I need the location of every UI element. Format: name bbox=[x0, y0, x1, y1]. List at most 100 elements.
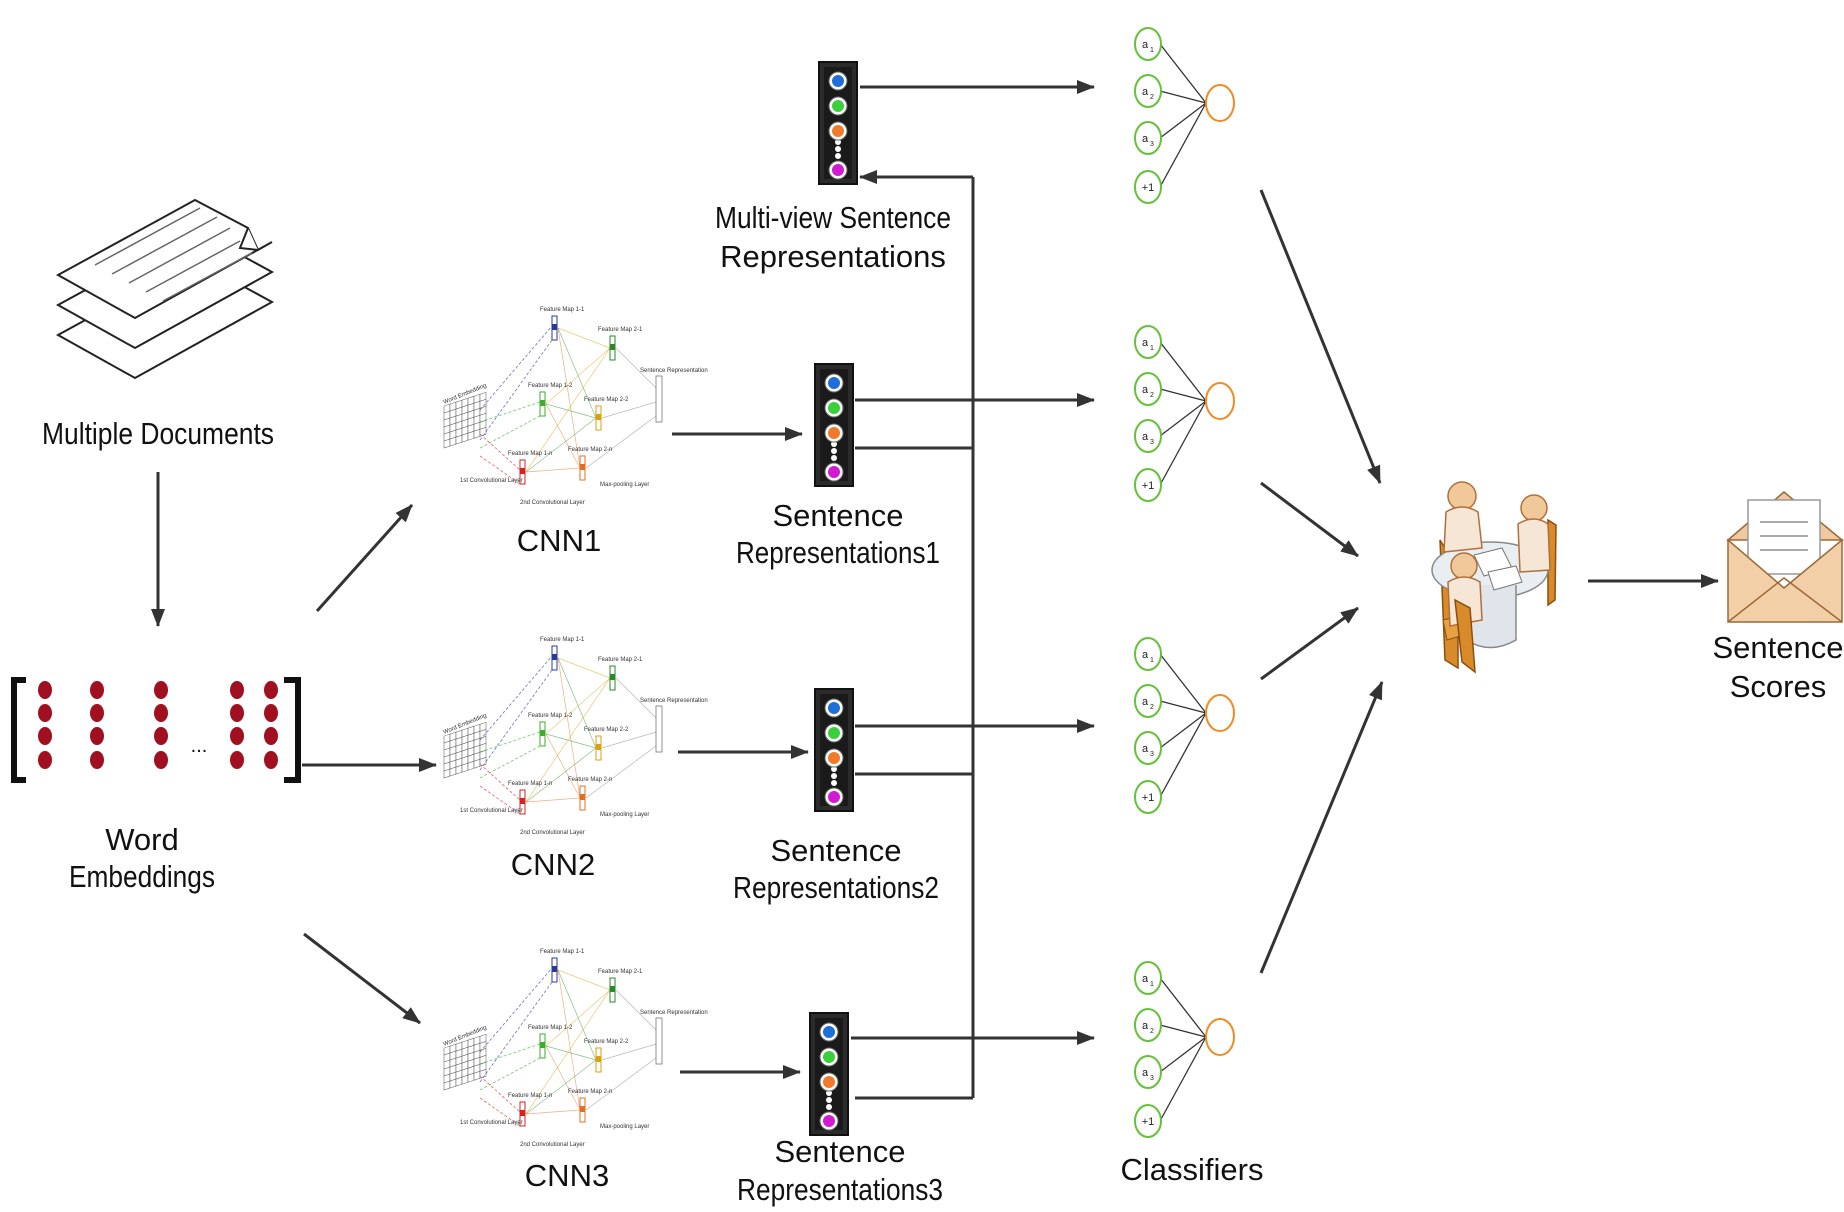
feature-map-2-2-label: Feature Map 2-2 bbox=[584, 1039, 629, 1045]
classifier-input-label: +1 bbox=[1142, 182, 1155, 194]
cnn-edge bbox=[545, 1045, 581, 1111]
feature-map-1-1-active bbox=[552, 654, 557, 660]
embedding-grid bbox=[443, 1034, 487, 1091]
multiview-label-line2: Representations bbox=[720, 239, 946, 274]
rep1-label-line2: Representations1 bbox=[736, 535, 940, 570]
embedding-grid bbox=[443, 722, 487, 779]
feature-map-2-n-label: Feature Map 2-n bbox=[568, 447, 612, 453]
classifier-weight-edge bbox=[1159, 1036, 1207, 1073]
cnn-edge bbox=[557, 327, 611, 349]
vector-ellipsis-dot bbox=[831, 455, 837, 461]
sentence-scores-label-line1: Sentence bbox=[1713, 630, 1844, 665]
arrow-embeddings-to-cnn3 bbox=[303, 932, 421, 1025]
cnn-edge bbox=[525, 677, 611, 803]
feature-map-1-1-active bbox=[552, 324, 557, 330]
classifier-weight-edge bbox=[1159, 712, 1207, 798]
classifier-input-subscript: 2 bbox=[1150, 94, 1154, 101]
classifier-input-node bbox=[1134, 684, 1162, 718]
cnn-edge bbox=[479, 455, 521, 485]
classifier-input-label: a bbox=[1142, 1067, 1149, 1079]
classifier-input-node bbox=[1134, 961, 1162, 995]
cnn-edge bbox=[585, 745, 657, 799]
embedding-grid bbox=[443, 392, 487, 449]
cnn-edge bbox=[525, 989, 611, 1115]
classifier-input-subscript: 2 bbox=[1150, 1028, 1154, 1035]
classifier-input-subscript: 1 bbox=[1150, 47, 1154, 54]
classifier-weight-edge bbox=[1159, 90, 1207, 104]
feature-map-1-2-active bbox=[540, 1042, 545, 1048]
classifier-input-label: a bbox=[1142, 337, 1149, 349]
arrow-classifier0-to-ensemble bbox=[1259, 189, 1382, 484]
classifier-output-node bbox=[1205, 694, 1235, 732]
classifier-input-node bbox=[1134, 1104, 1162, 1138]
feature-map-2-2-label: Feature Map 2-2 bbox=[584, 727, 629, 733]
cnn-edge bbox=[615, 989, 657, 1031]
feature-map-1-n-label: Feature Map 1-n bbox=[508, 781, 552, 787]
embedding-ellipsis: ... bbox=[191, 735, 208, 757]
vector-ellipsis-dot bbox=[831, 780, 837, 786]
classifier-input-subscript: 3 bbox=[1150, 1075, 1154, 1082]
vector-dot-magenta bbox=[828, 791, 840, 803]
cnn-edge bbox=[557, 327, 581, 469]
cnn-edge bbox=[585, 1057, 657, 1111]
feature-map-1-1-label: Feature Map 1-1 bbox=[540, 637, 585, 643]
cnn-edge bbox=[601, 401, 657, 419]
vector-dot-blue bbox=[823, 1026, 835, 1038]
cnn-edge bbox=[479, 669, 553, 771]
classifier-weight-edge bbox=[1159, 400, 1207, 486]
word-label: Word bbox=[105, 822, 179, 857]
feature-map-2-n-active bbox=[580, 464, 585, 470]
vector-ellipsis-dot bbox=[831, 773, 837, 779]
vector-ellipsis-dot bbox=[835, 139, 841, 145]
classifier-input-label: a bbox=[1142, 39, 1149, 51]
classifier-input-node bbox=[1134, 780, 1162, 814]
cnn-edge bbox=[479, 1043, 541, 1065]
feature-map-1-1-active bbox=[552, 966, 557, 972]
feature-map-2-2-active bbox=[596, 744, 601, 750]
cnn-connections bbox=[479, 325, 657, 485]
cnn-conv1-label: 1st Convolutional Layer bbox=[460, 808, 523, 814]
vector-dot-orange bbox=[828, 427, 840, 439]
classifier-input-subscript: 1 bbox=[1150, 345, 1154, 352]
classifier-weight-edge bbox=[1159, 341, 1207, 402]
multiview-representation-block bbox=[818, 61, 858, 185]
cnn-edge bbox=[479, 731, 541, 753]
classifier-input-label: a bbox=[1142, 649, 1149, 661]
classifier-input-node bbox=[1134, 74, 1162, 108]
sentence-representation1-block bbox=[814, 363, 854, 487]
cnn-conv2-label: 2nd Convolutional Layer bbox=[520, 830, 585, 836]
classifier-weight-edge bbox=[1159, 102, 1207, 139]
cnn-edge bbox=[557, 969, 611, 991]
concatenation-bus bbox=[855, 170, 975, 1100]
cnn-edge bbox=[525, 467, 581, 473]
cnn-edge bbox=[557, 657, 611, 679]
classifier-input-node bbox=[1134, 170, 1162, 204]
cnn-edge bbox=[545, 347, 611, 405]
cnn3-label: CNN3 bbox=[525, 1158, 609, 1193]
feature-map-1-n-active bbox=[520, 468, 525, 474]
classifier-input-label: +1 bbox=[1142, 480, 1155, 492]
classifier-input-node bbox=[1134, 1055, 1162, 1089]
cnn-connections bbox=[479, 655, 657, 815]
feature-map-1-1-label: Feature Map 1-1 bbox=[540, 949, 585, 955]
classifier-input-node bbox=[1134, 731, 1162, 765]
meeting-table-icon bbox=[1431, 481, 1557, 674]
cnn-edge bbox=[601, 731, 657, 749]
cnn-edge bbox=[525, 1109, 581, 1115]
classifier-input-node bbox=[1134, 468, 1162, 502]
cnn2-label: CNN2 bbox=[511, 847, 595, 882]
classifier-input-label: a bbox=[1142, 86, 1149, 98]
classifier-weight-edge bbox=[1159, 700, 1207, 714]
cnn-edge bbox=[545, 403, 597, 419]
cnn-sentence-representation-label: Sentence Representation bbox=[640, 368, 708, 374]
cnn-edge bbox=[479, 655, 553, 741]
feature-map-2-1-label: Feature Map 2-1 bbox=[598, 657, 643, 663]
classifier-input-label: a bbox=[1142, 384, 1149, 396]
cnn-edge bbox=[479, 981, 553, 1083]
classifier-input-label: +1 bbox=[1142, 792, 1155, 804]
classifier-input-node bbox=[1134, 121, 1162, 155]
sentence-representation2-block bbox=[814, 688, 854, 812]
